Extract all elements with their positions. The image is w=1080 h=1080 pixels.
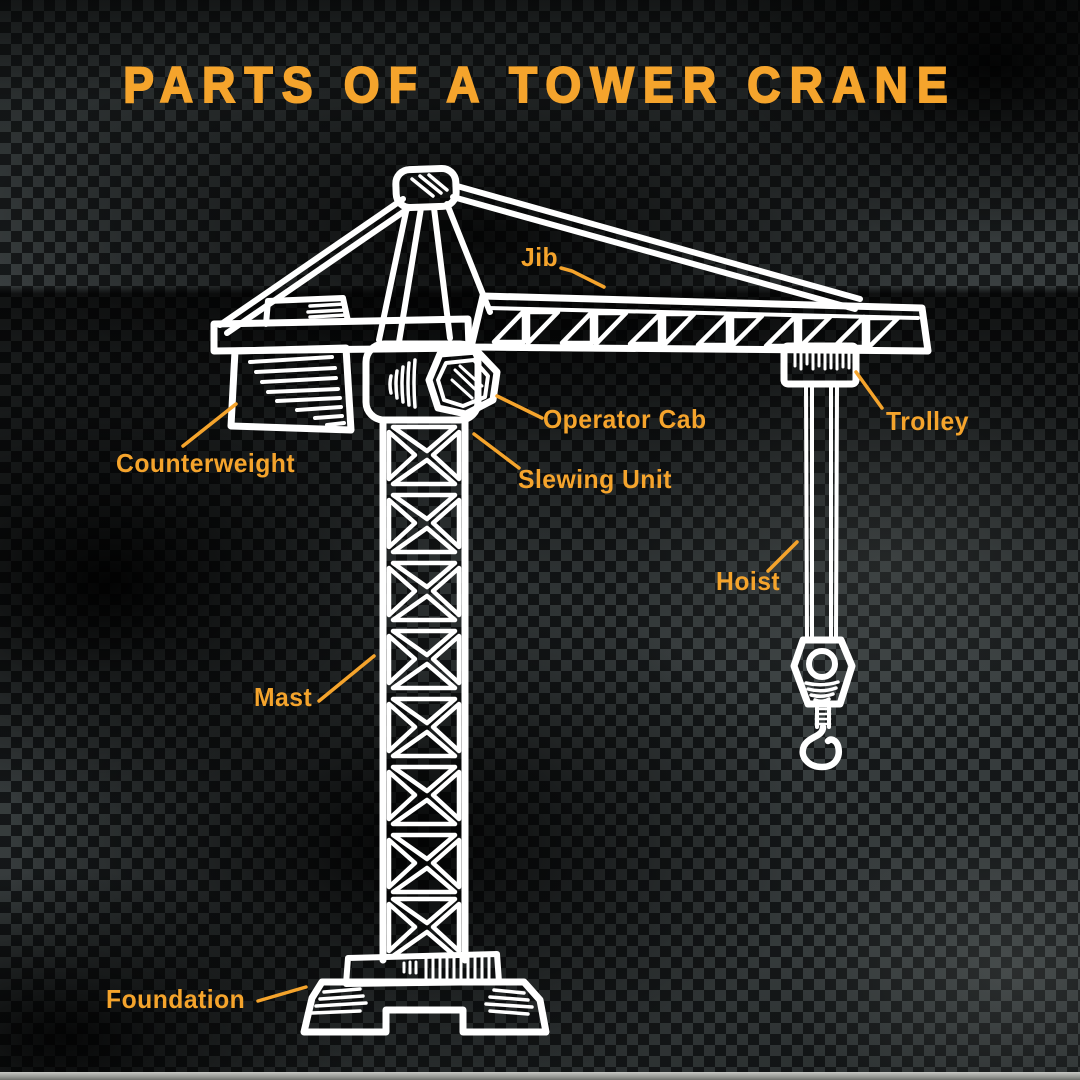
label-slewing-unit: Slewing Unit: [518, 464, 672, 494]
label-trolley: Trolley: [886, 406, 969, 436]
jib-drawing: [467, 292, 932, 355]
hoist-cable-drawing: [804, 384, 839, 642]
leader-line-mast: [317, 654, 376, 703]
leader-line-slewing-unit: [472, 432, 521, 470]
bottom-edge-strip: [0, 1072, 1080, 1080]
label-hoist: Hoist: [716, 566, 781, 596]
tower-top-drawing: [217, 164, 863, 345]
label-counterweight: Counterweight: [116, 448, 296, 478]
label-jib: Jib: [521, 242, 559, 272]
operator-cab-drawing: [362, 340, 501, 424]
hook-drawing: [790, 636, 856, 771]
label-operator-cab: Operator Cab: [543, 404, 707, 434]
leader-line-trolley: [854, 370, 884, 410]
foundation-drawing: [300, 951, 550, 1036]
leader-line-counterweight: [181, 402, 238, 448]
page-title: PARTS OF A TOWER CRANE: [122, 56, 957, 114]
leader-lines: [181, 266, 884, 1003]
leader-line-foundation: [256, 985, 308, 1003]
leader-line-operator-cab: [495, 394, 544, 420]
trolley-drawing: [780, 342, 860, 388]
counterweight-drawing: [227, 344, 355, 434]
mast-drawing: [379, 416, 469, 964]
label-foundation: Foundation: [106, 984, 246, 1014]
label-mast: Mast: [254, 682, 313, 712]
leader-line-hoist: [766, 540, 799, 573]
leader-line-jib: [559, 266, 606, 289]
title-bar: PARTS OF A TOWER CRANE: [0, 56, 1080, 114]
